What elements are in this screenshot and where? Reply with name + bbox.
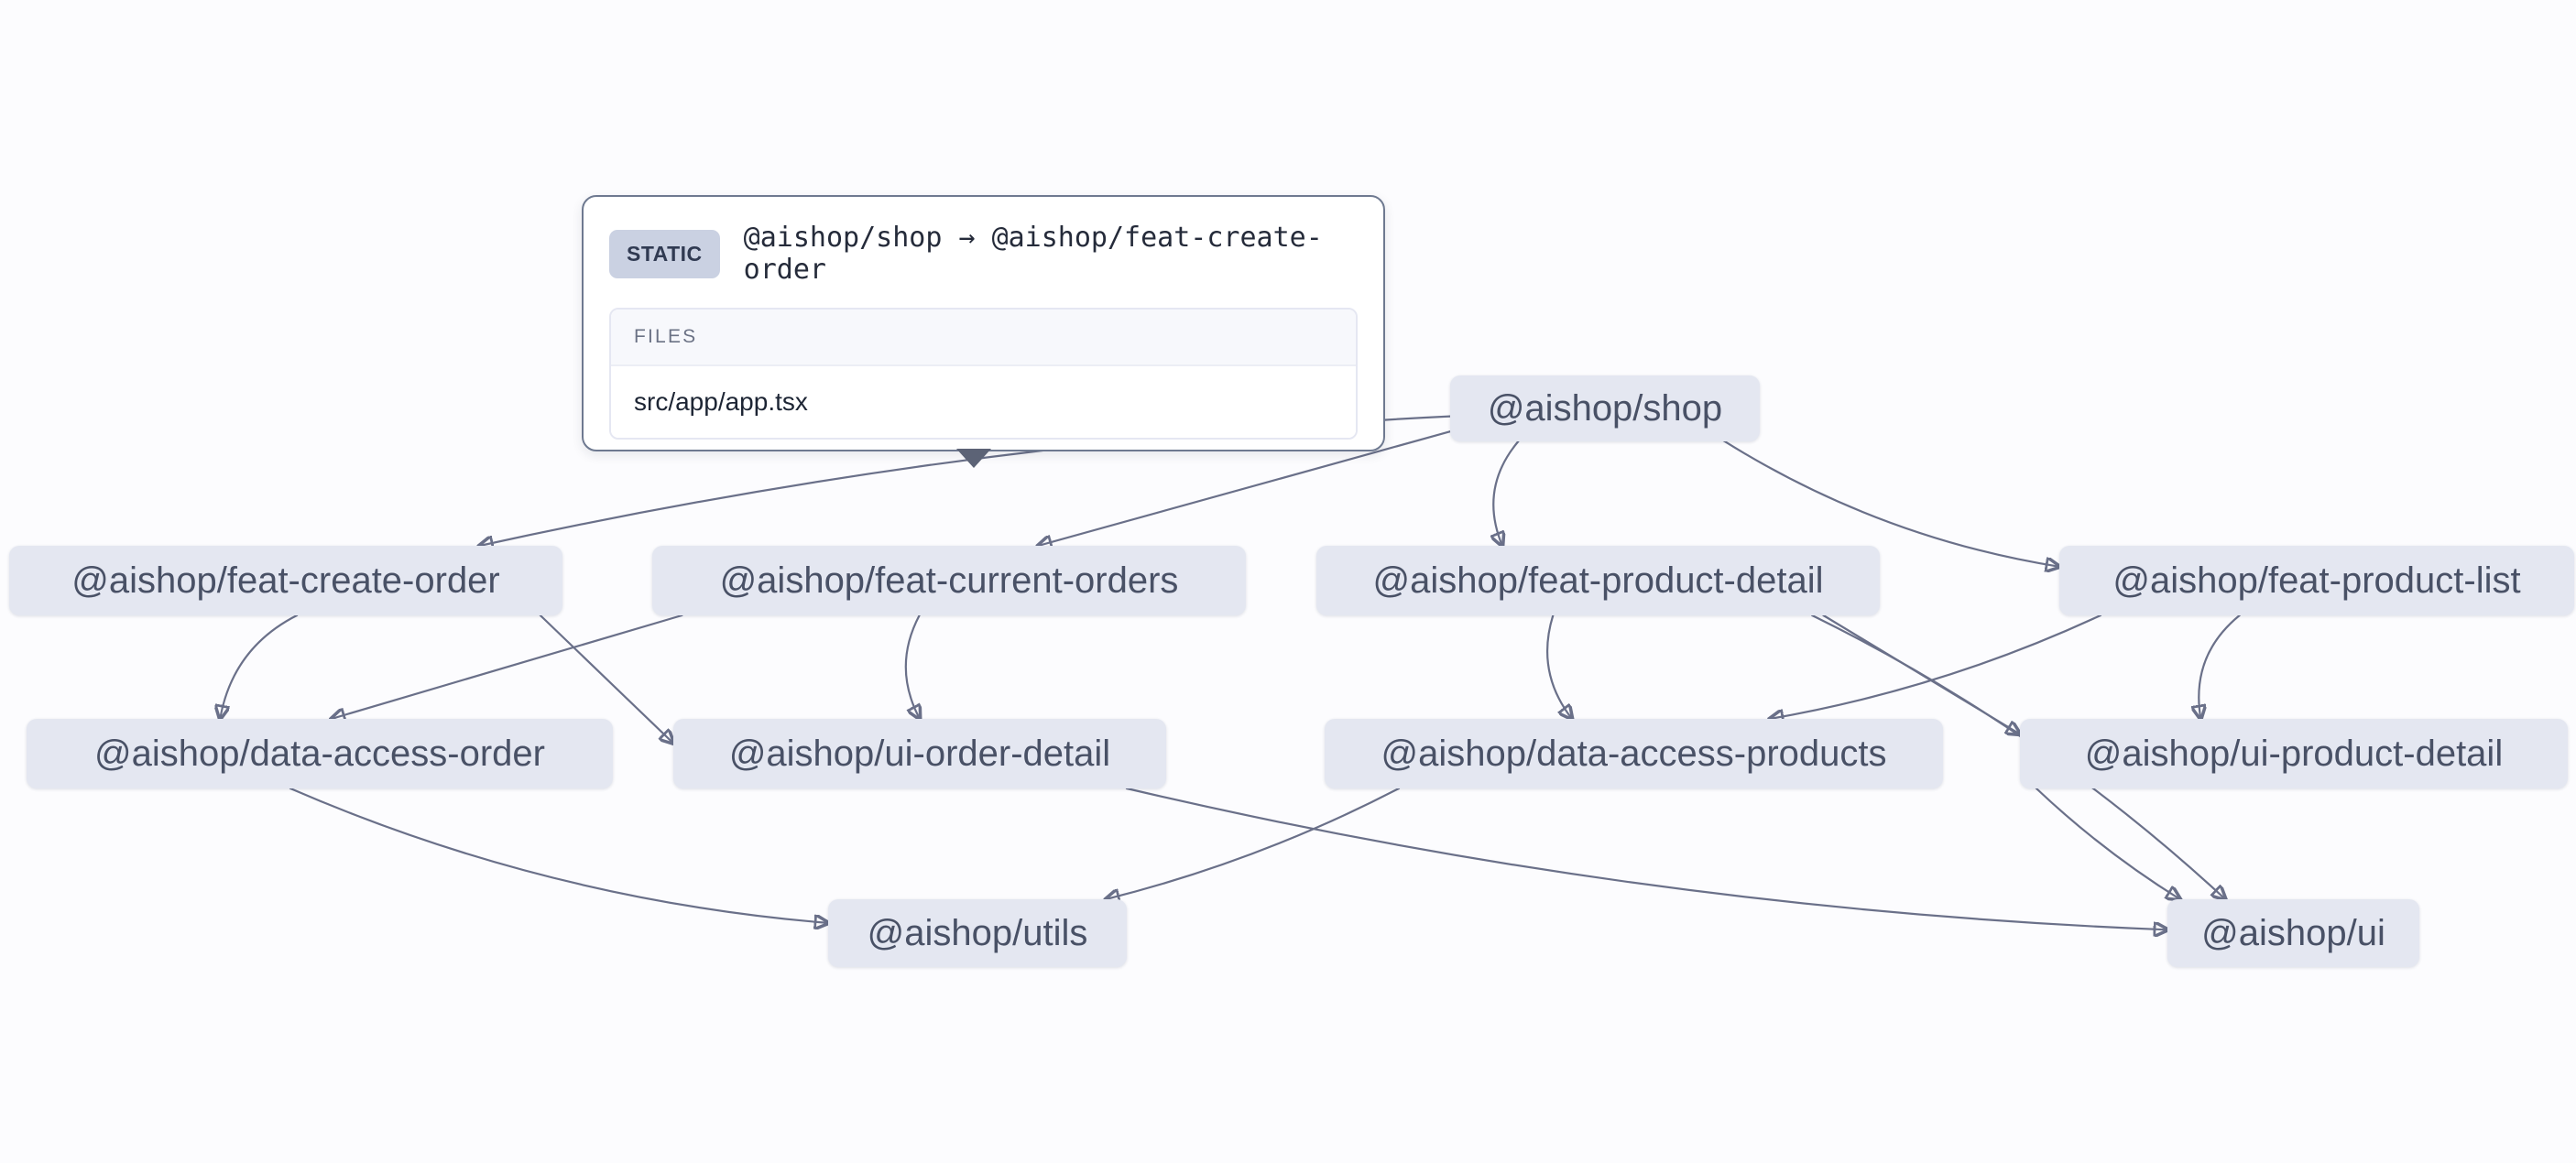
node-feat-current-orders[interactable]: @aishop/feat-current-orders <box>652 546 1246 615</box>
file-row: src/app/app.tsx <box>611 366 1356 438</box>
node-feat-product-detail[interactable]: @aishop/feat-product-detail <box>1316 546 1880 615</box>
edge-feat-product-list-ui-product-detail[interactable] <box>2199 614 2241 719</box>
node-data-access-products[interactable]: @aishop/data-access-products <box>1325 719 1943 788</box>
edge-shop-feat-current-orders[interactable] <box>1038 430 1452 546</box>
tooltip-header-row: STATIC @aishop/shop → @aishop/feat-creat… <box>584 197 1383 286</box>
node-ui-order-detail[interactable]: @aishop/ui-order-detail <box>673 719 1166 788</box>
edge-shop-feat-product-list[interactable] <box>1721 439 2059 567</box>
edge-relation-label: @aishop/shop → @aishop/feat-create-order <box>743 222 1323 286</box>
edge-feat-create-order-ui-order-detail[interactable] <box>539 614 673 744</box>
node-data-access-order[interactable]: @aishop/data-access-order <box>27 719 613 788</box>
edge-data-access-products-utils[interactable] <box>1106 787 1401 899</box>
edge-shop-feat-product-detail[interactable] <box>1493 440 1520 546</box>
files-list: src/app/app.tsx <box>611 366 1356 438</box>
node-ui-product-detail[interactable]: @aishop/ui-product-detail <box>2020 719 2568 788</box>
files-panel-header: FILES <box>611 310 1356 366</box>
edge-feat-create-order-data-access-order[interactable] <box>220 614 299 719</box>
edge-feat-current-orders-data-access-order[interactable] <box>332 614 683 719</box>
edge-feat-current-orders-ui-order-detail[interactable] <box>904 614 920 719</box>
node-feat-create-order[interactable]: @aishop/feat-create-order <box>9 546 562 615</box>
node-utils[interactable]: @aishop/utils <box>828 899 1127 967</box>
edge-ui-order-detail-ui[interactable] <box>1125 787 2167 929</box>
edge-tooltip: STATIC @aishop/shop → @aishop/feat-creat… <box>582 195 1385 451</box>
node-feat-product-list[interactable]: @aishop/feat-product-list <box>2059 546 2574 615</box>
edge-feat-product-detail-data-access-products[interactable] <box>1545 614 1572 719</box>
edge-type-badge: STATIC <box>609 229 720 278</box>
tooltip-caret-icon <box>956 449 991 468</box>
edge-ui-product-detail-ui[interactable] <box>2035 787 2180 899</box>
node-shop[interactable]: @aishop/shop <box>1450 375 1760 441</box>
edge-data-access-order-utils[interactable] <box>289 787 828 923</box>
node-ui[interactable]: @aishop/ui <box>2167 899 2419 967</box>
files-panel: FILES src/app/app.tsx <box>609 308 1358 440</box>
edge-feat-product-list-data-access-products[interactable] <box>1770 614 2102 719</box>
